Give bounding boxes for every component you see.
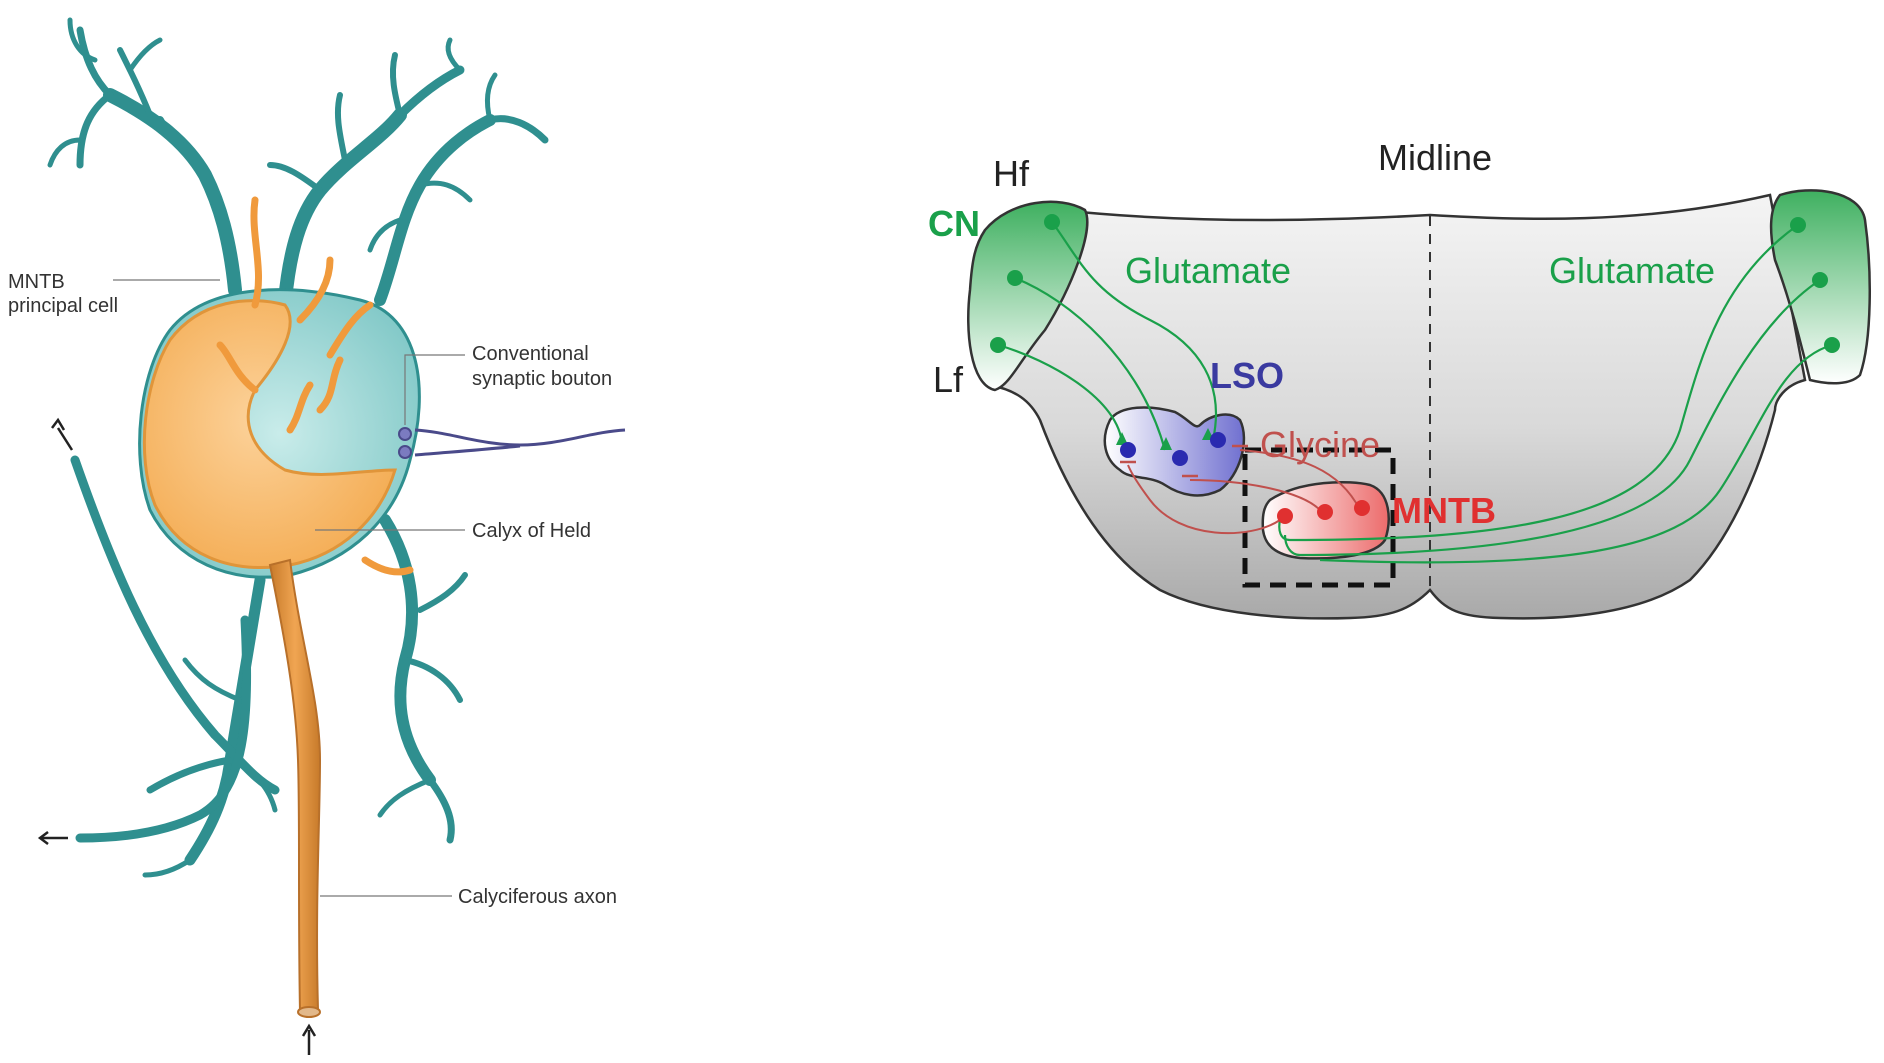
synaptic-bouton: [398, 445, 412, 459]
label-glutamate-right: Glutamate: [1549, 250, 1715, 291]
arrow-icon: [37, 831, 68, 845]
leader-lines: [113, 279, 465, 897]
label-conventional-bouton: Conventional: [472, 343, 589, 365]
highlight-box: [1242, 447, 1396, 588]
glycine-pathways: [1127, 449, 1361, 535]
mntb-cell-illustration: MNTB principal cell Conventional synapti…: [8, 17, 626, 1055]
axon-end: [297, 1006, 321, 1018]
bouton-fiber: [414, 428, 626, 447]
brainstem-diagram: Midline Hf CN Lf Glutamate Glutamate LSO…: [928, 137, 1871, 620]
label-calyx-of-held: Calyx of Held: [472, 520, 591, 542]
label-midline: Midline: [1378, 137, 1492, 178]
label-cn: CN: [928, 203, 980, 244]
label-mntb-principal-cell: MNTB: [8, 271, 65, 293]
calyx-of-held: [142, 299, 398, 569]
label-mntb: MNTB: [1392, 490, 1496, 531]
lso-nucleus: [1103, 406, 1246, 497]
brainstem-section: [988, 193, 1807, 620]
axon-collateral-upper: [70, 455, 280, 795]
label-calyciferous-axon: Calyciferous axon: [458, 886, 617, 908]
axon-collateral-lower: [75, 615, 252, 843]
label-glutamate-left: Glutamate: [1125, 250, 1291, 291]
label-glycine: Glycine: [1260, 424, 1380, 465]
cn-cell-bodies: [990, 214, 1840, 353]
inhibitory-terminals: [1120, 444, 1248, 478]
mntb-neurons: [1277, 500, 1370, 524]
label-hf: Hf: [993, 153, 1030, 194]
label-conventional-bouton-2: synaptic bouton: [472, 368, 612, 390]
synaptic-bouton: [398, 427, 412, 441]
label-mntb-principal-cell-2: principal cell: [8, 295, 118, 317]
bouton-fiber-branch: [414, 444, 521, 457]
lso-neurons: [1120, 432, 1226, 466]
label-lf: Lf: [933, 359, 964, 400]
calyciferous-axon: [268, 558, 322, 1014]
glutamate-pathways: [997, 221, 1833, 564]
label-lso: LSO: [1210, 355, 1284, 396]
arrow-icon: [51, 417, 74, 451]
calyx-fingers: [216, 196, 414, 576]
arrow-icon: [301, 1023, 317, 1055]
